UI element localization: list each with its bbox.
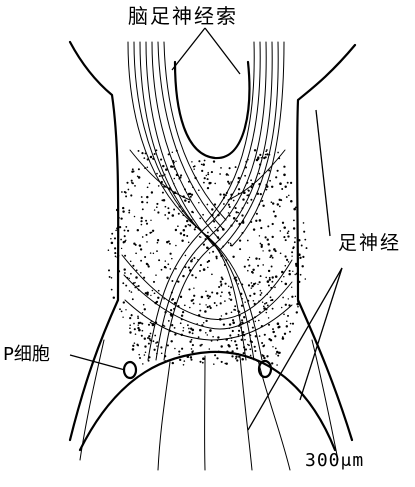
neuron-stipple bbox=[108, 149, 308, 366]
p-cell-label: P细胞 bbox=[3, 346, 50, 364]
scale-bar-label: 300μm bbox=[305, 452, 364, 470]
leader-lines bbox=[70, 28, 342, 430]
cerebropedal-connective-label: 脑足神经索 bbox=[128, 6, 238, 26]
pedal-nerve-label: 足神经 bbox=[338, 234, 401, 253]
